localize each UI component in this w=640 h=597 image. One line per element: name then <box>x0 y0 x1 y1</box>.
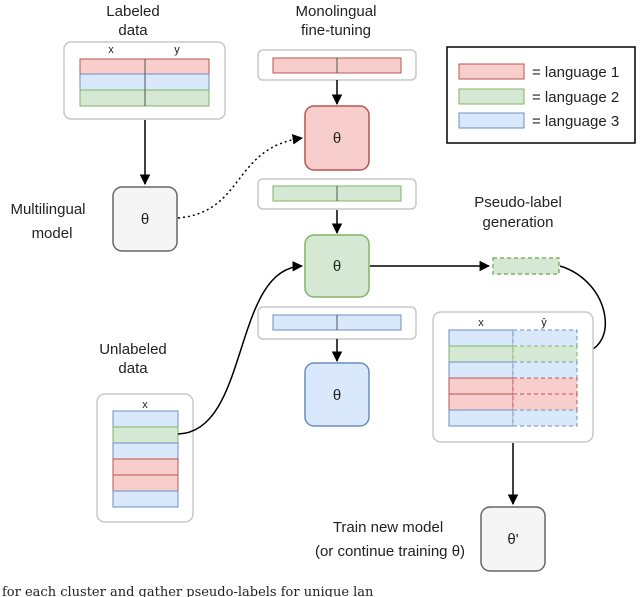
legend-label-language-3: = language 3 <box>532 113 619 130</box>
pseudo-x-row-2 <box>448 345 514 363</box>
labeled-data-table: x y <box>63 41 226 120</box>
monolingual-label-line2: fine-tuning <box>301 22 371 39</box>
finetune-theta-language-2: θ <box>333 258 341 275</box>
legend-swatch-language-2 <box>458 88 525 105</box>
unlabeled-row-1 <box>112 410 179 428</box>
finetune-theta-language-1: θ <box>333 130 341 147</box>
pseudo-label-label-line2: generation <box>483 214 554 231</box>
unlabeled-data-label-line1: Unlabeled <box>99 341 167 358</box>
pseudo-yhat-row-5 <box>512 393 578 411</box>
unlabeled-row-4 <box>112 458 179 476</box>
finetune-node-language-2 <box>304 234 370 298</box>
pseudo-x-row-6 <box>448 409 514 427</box>
legend-label-language-2: = language 2 <box>532 89 619 106</box>
pseudo-x-row-4 <box>448 377 514 395</box>
unlabeled-row-3 <box>112 442 179 460</box>
pseudo-x-row-1 <box>448 329 514 347</box>
pseudo-yhat-row-1 <box>512 329 578 347</box>
labeled-data-label-line2: data <box>118 22 148 39</box>
multilingual-model-node <box>112 186 178 252</box>
train-new-label-line2: (or continue training θ) <box>315 543 465 560</box>
pseudo-x-row-5 <box>448 393 514 411</box>
dotted-arrow-multilingual-to-finetune <box>177 134 304 219</box>
legend-swatch-language-1 <box>458 63 525 80</box>
multilingual-label-line2: model <box>32 225 73 242</box>
cut-off-caption: for each cluster and gather pseudo-label… <box>2 585 374 597</box>
new-model-theta-prime: θ' <box>507 531 518 548</box>
pseudo-x-header: x <box>478 317 484 329</box>
new-model-node <box>480 506 546 572</box>
unlabeled-data-label-line2: data <box>118 360 148 377</box>
multilingual-model-theta: θ <box>141 211 149 228</box>
arrow-unlabeled-to-theta2 <box>177 261 304 435</box>
unlabeled-row-2 <box>112 426 179 444</box>
pseudo-labeled-table: x ŷ <box>432 311 594 443</box>
pseudo-yhat-row-4 <box>512 377 578 395</box>
legend: = language 1 = language 2 = language 3 <box>446 46 636 144</box>
pseudo-yhat-row-6 <box>512 409 578 427</box>
pseudo-yhat-row-2 <box>512 345 578 363</box>
legend-label-language-1: = language 1 <box>532 64 619 81</box>
unlabeled-row-6 <box>112 490 179 508</box>
train-new-label-line1: Train new model <box>333 519 443 536</box>
finetune-theta-language-3: θ <box>333 387 341 404</box>
unlabeled-row-5 <box>112 474 179 492</box>
unlabeled-data-table: x <box>96 393 194 523</box>
labeled-y-header: y <box>174 44 180 56</box>
pseudo-label-label-line1: Pseudo-label <box>474 194 562 211</box>
pseudo-x-row-3 <box>448 361 514 379</box>
labeled-x-header: x <box>108 44 114 56</box>
monolingual-label-line1: Monolingual <box>296 3 377 20</box>
labeled-data-label-line1: Labeled <box>106 3 159 20</box>
multilingual-label-line1: Multilingual <box>10 201 85 218</box>
pseudo-label-generated-row <box>492 257 560 275</box>
pseudo-yhat-header: ŷ <box>541 317 547 329</box>
unlabeled-x-header: x <box>142 399 148 411</box>
legend-swatch-language-3 <box>458 112 525 129</box>
finetune-node-language-1 <box>304 105 370 171</box>
finetune-node-language-3 <box>304 362 370 427</box>
pseudo-yhat-row-3 <box>512 361 578 379</box>
